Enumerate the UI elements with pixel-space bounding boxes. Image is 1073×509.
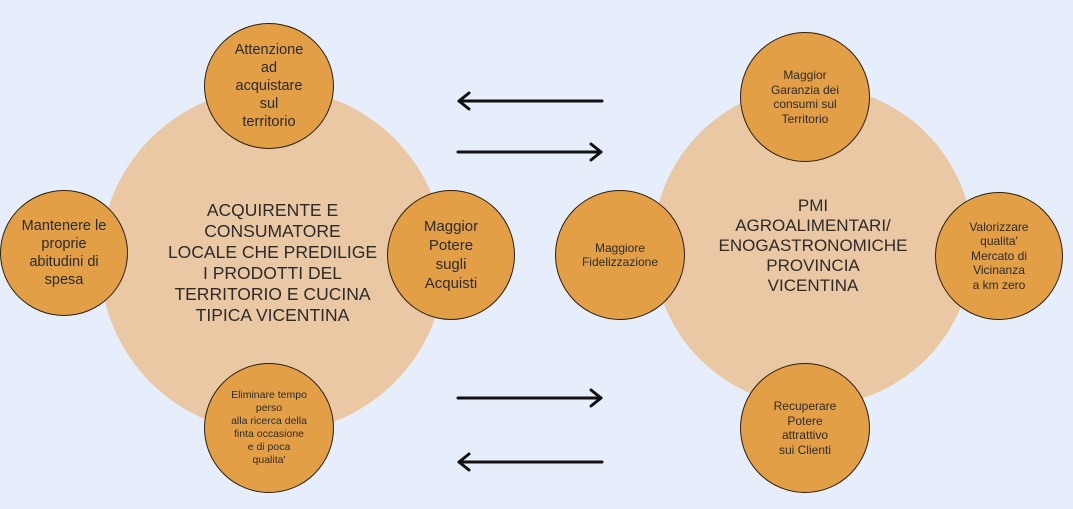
consumer-benefit-bottom: Eliminare tempo perso alla ricerca della… bbox=[204, 363, 334, 493]
consumer-benefit-right: Maggior Potere sugli Acquisti bbox=[387, 190, 515, 320]
arrow-left-icon bbox=[457, 91, 604, 111]
consumer-benefit-top: Attenzione ad acquistare sul territorio bbox=[204, 23, 334, 149]
pmi-benefit-top-label: Maggior Garanzia dei consumi sul Territo… bbox=[770, 68, 840, 126]
arrow-right-icon bbox=[456, 388, 603, 408]
pmi-benefit-bottom: Recuperare Potere attrattivo sui Clienti bbox=[740, 363, 870, 493]
pmi-benefit-left-label: Maggiore Fidelizzazione bbox=[581, 240, 659, 270]
pmi-benefit-right-label: Valorizzare qualita' Mercato di Vicinanz… bbox=[969, 219, 1029, 292]
pmi-benefit-bottom-label: Recuperare Potere attrattivo sui Clienti bbox=[773, 399, 837, 457]
consumer-benefit-bottom-label: Eliminare tempo perso alla ricerca della… bbox=[231, 389, 307, 466]
pmi-benefit-left: Maggiore Fidelizzazione bbox=[555, 190, 685, 320]
pmi-circle-label: PMI AGROALIMENTARI/ ENOGASTRONOMICHE PRO… bbox=[718, 196, 908, 295]
consumer-benefit-right-label: Maggior Potere sugli Acquisti bbox=[423, 218, 479, 292]
consumer-benefit-top-label: Attenzione ad acquistare sul territorio bbox=[234, 42, 304, 130]
consumer-circle-label: ACQUIRENTE E CONSUMATORE LOCALE CHE PRED… bbox=[167, 199, 378, 325]
consumer-benefit-left: Mantenere le proprie abitudini di spesa bbox=[0, 190, 128, 316]
arrow-right-icon bbox=[456, 142, 603, 162]
arrow-left-icon bbox=[457, 452, 604, 472]
pmi-benefit-right: Valorizzare qualita' Mercato di Vicinanz… bbox=[935, 192, 1063, 320]
consumer-benefit-left-label: Mantenere le proprie abitudini di spesa bbox=[21, 218, 107, 288]
pmi-benefit-top: Maggior Garanzia dei consumi sul Territo… bbox=[740, 32, 870, 162]
